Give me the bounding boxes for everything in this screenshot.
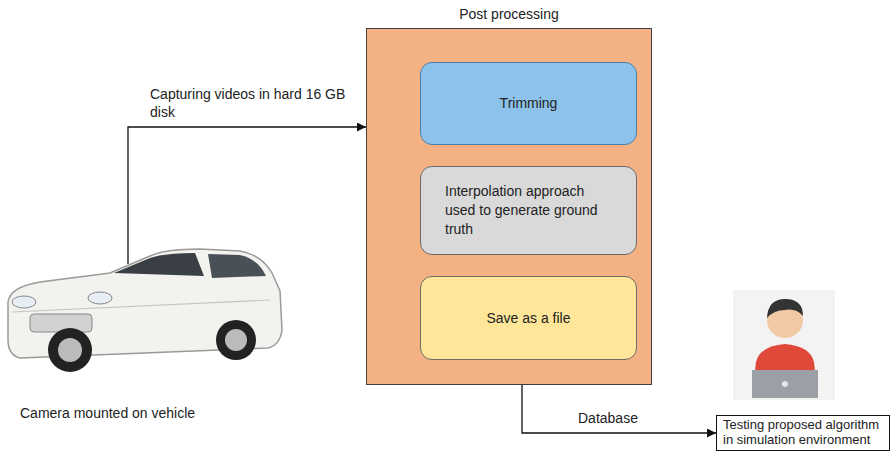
person-icon [733, 290, 835, 400]
car-illustration [8, 249, 282, 372]
car-grille [30, 314, 92, 332]
vehicle-node: Camera mounted on vehicle [0, 264, 290, 424]
car-window [208, 254, 266, 278]
flow-arrow [522, 385, 716, 433]
person-shirt [752, 344, 818, 398]
edge-label: Database [578, 410, 638, 428]
process-box: Save as a file [420, 276, 637, 360]
laptop [752, 370, 818, 398]
laptop-logo [782, 381, 788, 387]
car-body [8, 249, 282, 358]
flow-arrow [128, 127, 366, 264]
box-label: Trimming [500, 94, 558, 113]
box-label: Save as a file [486, 309, 570, 328]
car-rim [58, 338, 82, 362]
process-box: Trimming [420, 62, 637, 145]
box-label: Testing proposed algorithm in simulation… [723, 418, 883, 448]
process-group: Post processingTrimmingInterpolation app… [366, 28, 652, 385]
output-box: Testing proposed algorithm in simulation… [716, 415, 890, 451]
car-rim [225, 329, 247, 351]
car-headlight [12, 296, 36, 308]
edge-label: Capturing videos in hard 16 GB disk [150, 86, 346, 121]
car-headlight [88, 292, 112, 304]
process-box: Interpolation approach used to generate … [420, 166, 637, 255]
box-label: Interpolation approach used to generate … [445, 182, 606, 239]
car-wheel [216, 320, 256, 360]
person-hair [767, 299, 803, 318]
car-line [12, 300, 270, 312]
car-wheel [48, 328, 92, 372]
icon-ground [733, 290, 835, 400]
image-caption: Camera mounted on vehicle [20, 404, 195, 423]
group-title: Post processing [367, 5, 651, 24]
